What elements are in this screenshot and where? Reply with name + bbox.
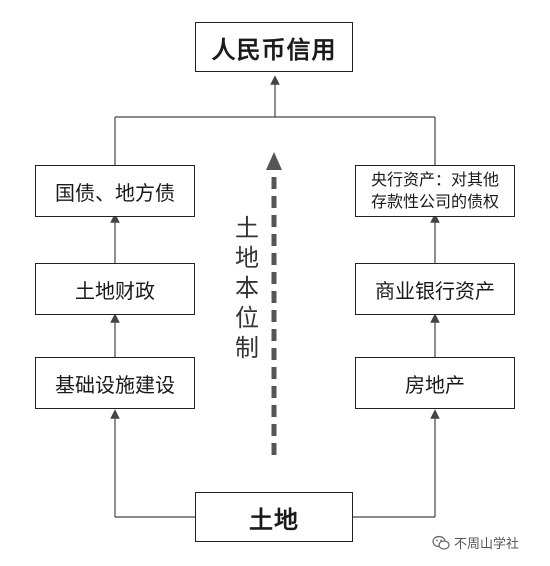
land-standard-char: 位 xyxy=(235,304,259,332)
node-infrastructure: 基础设施建设 xyxy=(35,357,195,409)
node-rmb-credit: 人民币信用 xyxy=(195,22,353,72)
node-real-estate: 房地产 xyxy=(355,357,515,409)
node-real-estate-label: 房地产 xyxy=(405,372,465,397)
watermark-text: 不周山学社 xyxy=(454,537,520,552)
wechat-icon xyxy=(432,535,450,550)
node-commercial-bank-assets-label: 商业银行资产 xyxy=(375,278,495,303)
node-land-label: 土地 xyxy=(249,505,299,534)
node-central-bank-assets: 央行资产：对其他 存款性公司的债权 xyxy=(355,165,515,217)
node-land-finance-label: 土地财政 xyxy=(75,278,155,303)
node-national-local-bonds: 国债、地方债 xyxy=(35,165,195,217)
land-standard-char: 本 xyxy=(235,274,259,302)
node-national-local-bonds-label: 国债、地方债 xyxy=(55,180,175,205)
watermark: 不周山学社 xyxy=(432,533,519,552)
node-central-bank-assets-line2: 存款性公司的债权 xyxy=(370,192,499,211)
node-rmb-credit-label: 人民币信用 xyxy=(211,35,337,64)
land-standard-char: 土 xyxy=(235,214,259,242)
node-commercial-bank-assets: 商业银行资产 xyxy=(355,263,515,315)
node-infrastructure-label: 基础设施建设 xyxy=(55,372,175,397)
land-standard-char: 制 xyxy=(235,334,259,362)
land-standard-label: 土 地 本 位 制 xyxy=(232,213,262,363)
dashed-arrow-head xyxy=(266,152,282,170)
node-central-bank-assets-line1: 央行资产：对其他 xyxy=(370,170,499,189)
land-standard-char: 地 xyxy=(235,244,259,272)
node-land: 土地 xyxy=(195,492,353,542)
node-land-finance: 土地财政 xyxy=(35,263,195,315)
